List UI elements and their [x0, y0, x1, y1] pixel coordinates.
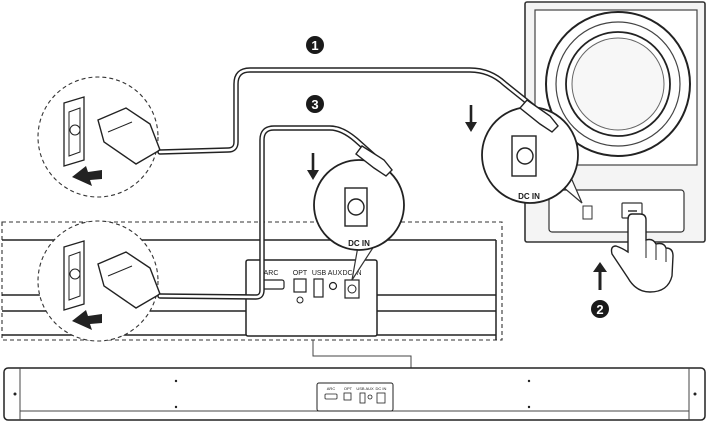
- port-label-dc-in: DC IN: [342, 270, 361, 277]
- step-2-number: 2: [596, 302, 603, 317]
- soundbar-dc-in-label: DC IN: [348, 239, 370, 248]
- subwoofer-dc-in-label: DC IN: [518, 192, 540, 201]
- dc-connector: [355, 145, 393, 177]
- soundbar-port-panel-small: [316, 382, 394, 412]
- insert-down-arrow-icon: [465, 105, 477, 132]
- cable-to-soundbar: [157, 125, 393, 300]
- small-port-label-dc-in: DC IN: [376, 386, 387, 391]
- step-2-badge: 2: [591, 300, 609, 318]
- soundbar-full: ARC OPT USB AUX DC IN: [3, 340, 706, 421]
- step-1-badge: 1: [306, 36, 324, 54]
- small-port-label-arc: ARC: [327, 386, 336, 391]
- step-3-number: 3: [311, 97, 318, 112]
- insert-down-arrow-icon: [307, 153, 319, 180]
- hdmi-arc-port: [261, 279, 285, 290]
- dc-connector: [518, 99, 559, 133]
- aux-port: [328, 281, 338, 291]
- wall-outlet-top: [37, 76, 161, 198]
- step-3-badge: 3: [306, 95, 324, 113]
- small-port-label-usb-aux: USB AUX: [356, 386, 374, 391]
- port-label-usb-aux: USB AUX: [312, 270, 343, 277]
- subwoofer-back-panel: [548, 189, 685, 233]
- small-port-label-opt: OPT: [344, 386, 353, 391]
- usb-port: [313, 278, 324, 298]
- plug-in-arrow-icon: [72, 166, 102, 186]
- wall-outlet-bottom: [37, 220, 161, 342]
- push-up-arrow-icon: [593, 262, 607, 290]
- hand-pointer-icon: [610, 213, 674, 293]
- cable-to-subwoofer: [157, 67, 559, 155]
- plug-in-arrow-icon: [72, 310, 102, 330]
- port-label-opt: OPT: [293, 270, 308, 277]
- port-label-arc: ARC: [264, 270, 279, 277]
- subwoofer-driver: [545, 11, 691, 157]
- subwoofer-dc-port: [582, 205, 593, 220]
- optical-port: [293, 278, 307, 293]
- step-1-number: 1: [311, 38, 318, 53]
- subwoofer-dc-callout: DC IN: [481, 106, 583, 204]
- soundbar-dc-callout: DC IN: [313, 159, 405, 281]
